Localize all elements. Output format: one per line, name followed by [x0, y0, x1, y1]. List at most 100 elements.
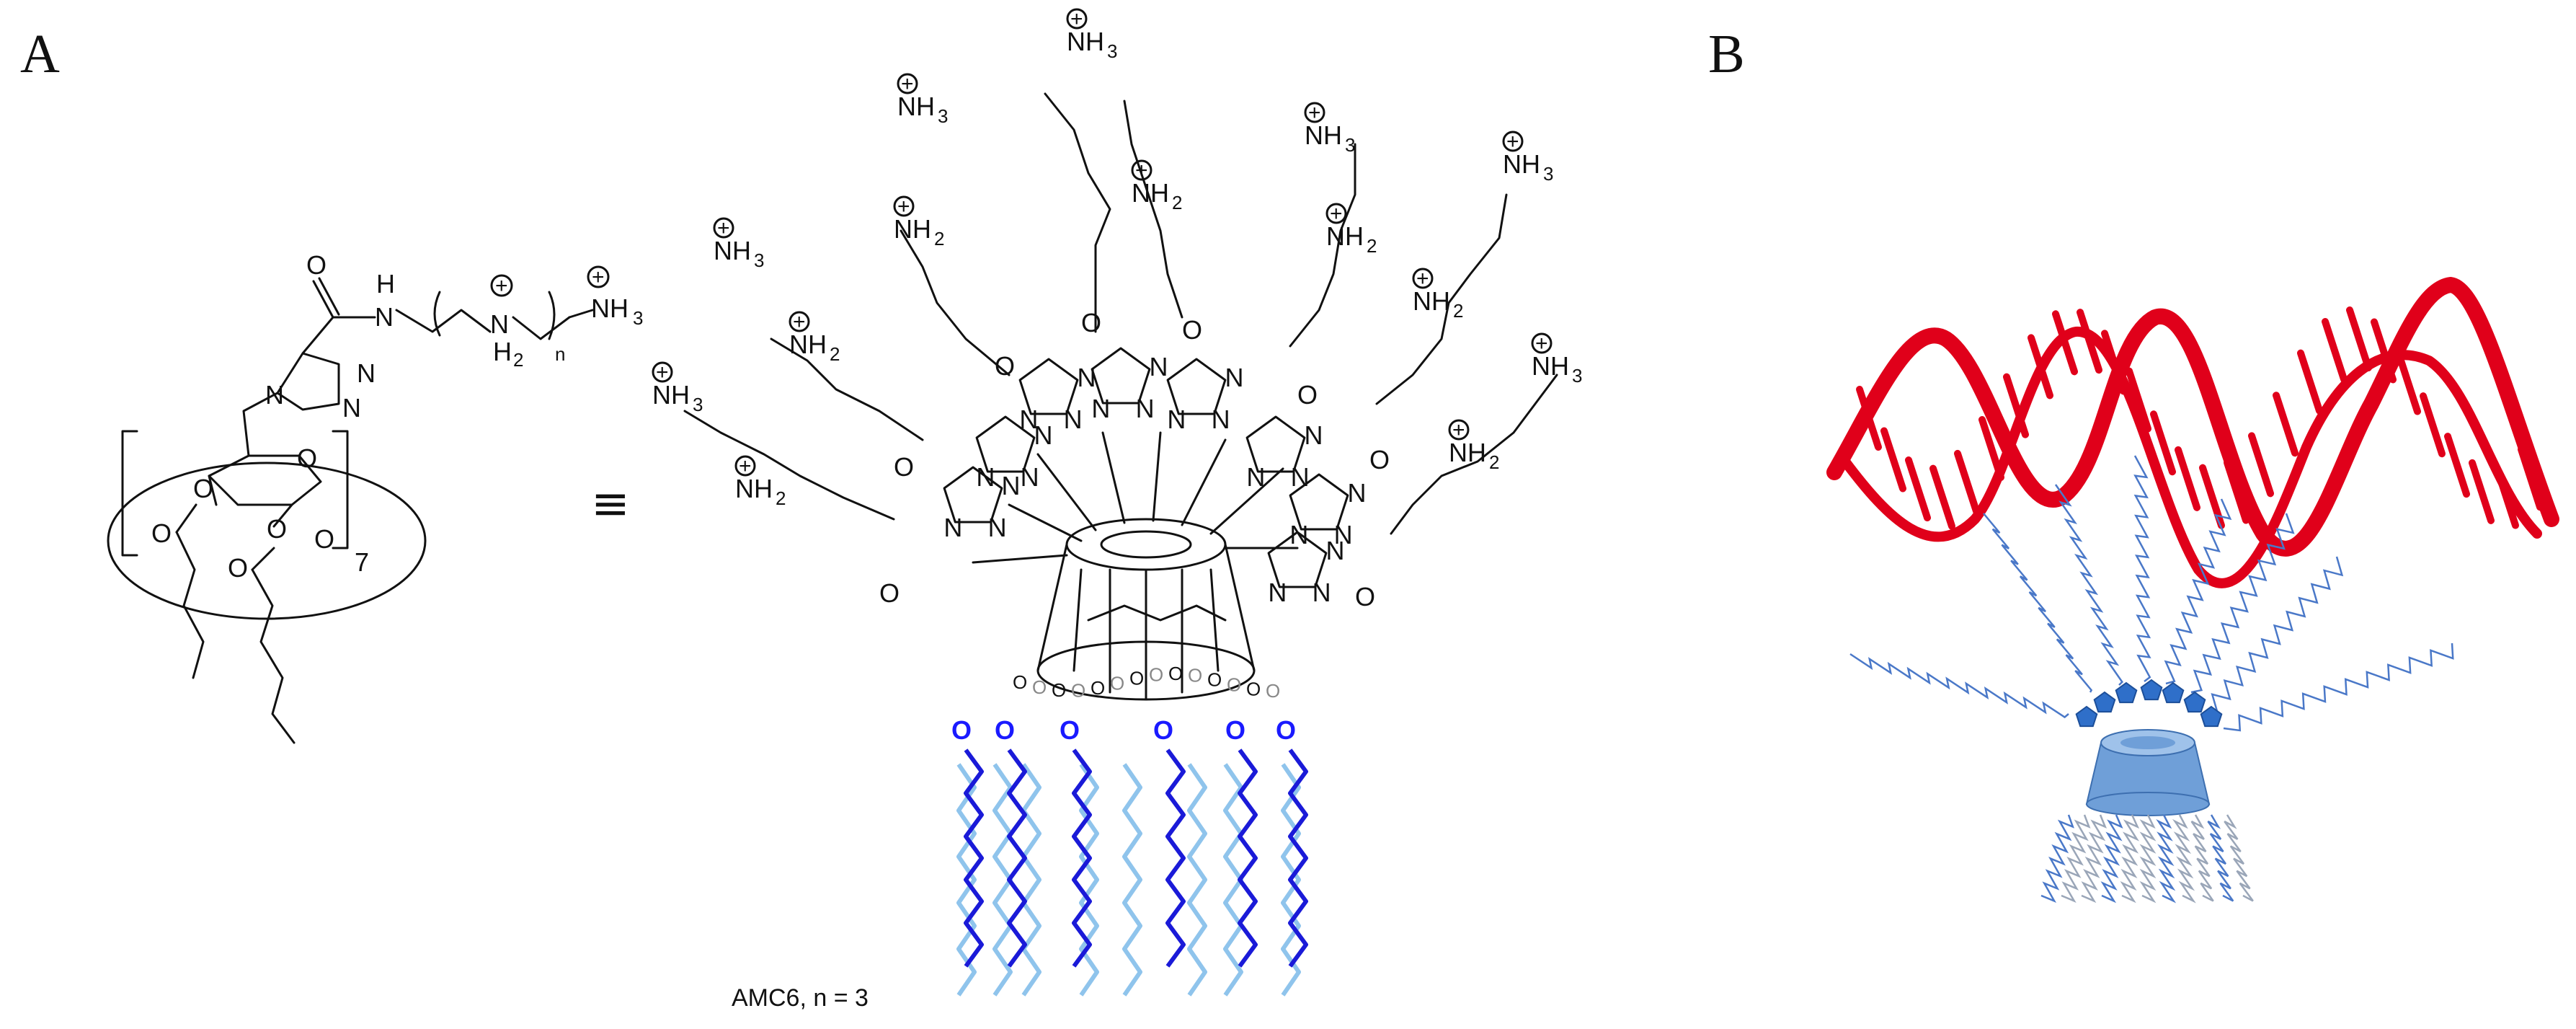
chain-paren-right: [548, 291, 556, 340]
nh3-terminus-6: NH: [1503, 149, 1540, 179]
amide-bond: [301, 316, 376, 355]
nh3-terminus-5: NH: [1305, 120, 1342, 150]
nh3-terminus-4: NH: [1067, 27, 1104, 56]
nh3-terminus-1: NH: [652, 380, 690, 410]
panel-label-a: A: [20, 24, 60, 84]
cartoon-tail-4: [2100, 814, 2123, 904]
nh3-terminus-2-charge-ring: [713, 217, 734, 239]
nh2-internal-1-sub: 2: [776, 487, 786, 509]
nh2-internal-5-sub: 2: [1367, 235, 1377, 257]
carbonyl-o-1: O: [879, 578, 900, 608]
nh3-terminus-7-sub: 3: [1572, 365, 1582, 387]
ester-o-8: O: [1149, 664, 1163, 686]
nh3-terminus-3: NH: [897, 92, 935, 121]
glycosidic-o: O: [314, 524, 334, 554]
nh2-internal-6-charge-ring: [1412, 268, 1434, 289]
cartoon-tail-6: [2139, 814, 2157, 904]
ester-1-o: O: [151, 518, 172, 548]
cartoon-tail-10: [2207, 814, 2234, 902]
cd-rim-inner: [1100, 530, 1192, 559]
pentagon-2: [2093, 691, 2116, 713]
cd-arms: [972, 431, 1299, 564]
rna-base-pair-22: [2371, 318, 2397, 384]
nh2-internal-3-sub: 2: [934, 228, 944, 249]
rna-base-pair-25: [2444, 433, 2470, 498]
rna-base-pair-8: [2028, 334, 2053, 399]
tail-back-5: [1122, 763, 1142, 997]
nh3-sub: 3: [633, 307, 643, 329]
ester-o1: O: [193, 474, 213, 503]
nh3-charge: +: [592, 265, 605, 289]
ester-o-4: O: [1071, 680, 1085, 702]
triazole-n: N: [1326, 536, 1345, 565]
amine-chain-1: [395, 309, 492, 333]
ester-o-9: O: [1168, 663, 1183, 684]
tail-front-4: [1165, 748, 1186, 968]
tail-front-1: [964, 748, 984, 968]
ester-2-a: [251, 547, 275, 571]
tail-front-3: [1072, 748, 1092, 968]
nh3-terminus-2: NH: [714, 236, 751, 265]
triazole-ring-8: [1267, 531, 1328, 588]
ester-o-1: O: [1013, 671, 1027, 693]
rna-double-helix: [1826, 277, 2559, 588]
ester-o-5: O: [1091, 677, 1105, 699]
amide-o: O: [306, 250, 327, 280]
left-bracket: [121, 430, 138, 557]
nh3-label: NH: [591, 293, 629, 323]
ester-o1-bond: [208, 474, 218, 506]
rna-base-pair-2: [1880, 427, 1906, 493]
pentagon-7: [2200, 705, 2223, 728]
tail-carbonyl-3: O: [1060, 715, 1080, 745]
ester-o-13: O: [1246, 679, 1261, 700]
tail-front-6: [1288, 748, 1308, 968]
triazole-n: N: [1305, 420, 1323, 450]
ring-oxygen: O: [297, 443, 317, 473]
rna-base-pair-14: [2175, 446, 2200, 511]
linker-chain-7: [2205, 556, 2344, 715]
rna-strand-2: [1840, 327, 2542, 588]
triazole-n3: N: [357, 358, 376, 388]
triazole-ring-5: [1166, 358, 1227, 415]
nh2-internal-6-charge: +: [1416, 267, 1429, 291]
tail-carbonyl-6: O: [1276, 715, 1296, 745]
cartoon-tail-1: [2040, 814, 2074, 903]
triazole-n: N: [1348, 478, 1367, 508]
amide-n: N: [375, 302, 394, 332]
rna-base-pair-17: [2248, 432, 2274, 498]
rna-base-pair-27: [2493, 464, 2519, 529]
nh3-terminus-5-charge-ring: [1304, 102, 1325, 123]
rna-strand-1: [1826, 277, 2559, 557]
nh2-internal-4-charge-ring: [1131, 159, 1152, 181]
nh2-internal-1-charge: +: [739, 454, 752, 478]
nh3-terminus-4-sub: 3: [1107, 40, 1117, 62]
triazole-ring-4: [1091, 347, 1151, 405]
pentagon-4: [2140, 679, 2163, 701]
ester-o-7: O: [1129, 668, 1144, 689]
nh2-internal-2: NH: [789, 330, 827, 359]
nh2-internal-6: NH: [1413, 286, 1450, 316]
carbonyl-o-6: O: [1297, 380, 1318, 410]
cd-cone-sides: [1036, 543, 1256, 672]
linker-chain-2: [1983, 513, 2093, 693]
cd-rim-top: [1065, 518, 1227, 571]
amine-chain-3: [568, 309, 594, 319]
nh3-terminus-2-charge: +: [717, 216, 730, 240]
nh2-internal-5-charge-ring: [1325, 203, 1347, 224]
nh2-internal-7-charge: +: [1452, 418, 1465, 442]
triazole-n: N: [1246, 462, 1265, 492]
pentagon-3: [2115, 681, 2138, 704]
nh3-terminus-7: NH: [1532, 351, 1569, 381]
nh3-terminus-6-charge-ring: [1502, 131, 1524, 152]
linker-chains: [1849, 455, 2454, 732]
pentagon-1: [2075, 705, 2098, 728]
triazole-n1: N: [265, 380, 284, 410]
tail-back-8: [1281, 763, 1301, 997]
linker-chain-3: [2054, 484, 2123, 686]
triazole-n: N: [1225, 363, 1244, 392]
amide-h: H: [376, 269, 395, 299]
triazole-n: N: [1212, 405, 1230, 434]
